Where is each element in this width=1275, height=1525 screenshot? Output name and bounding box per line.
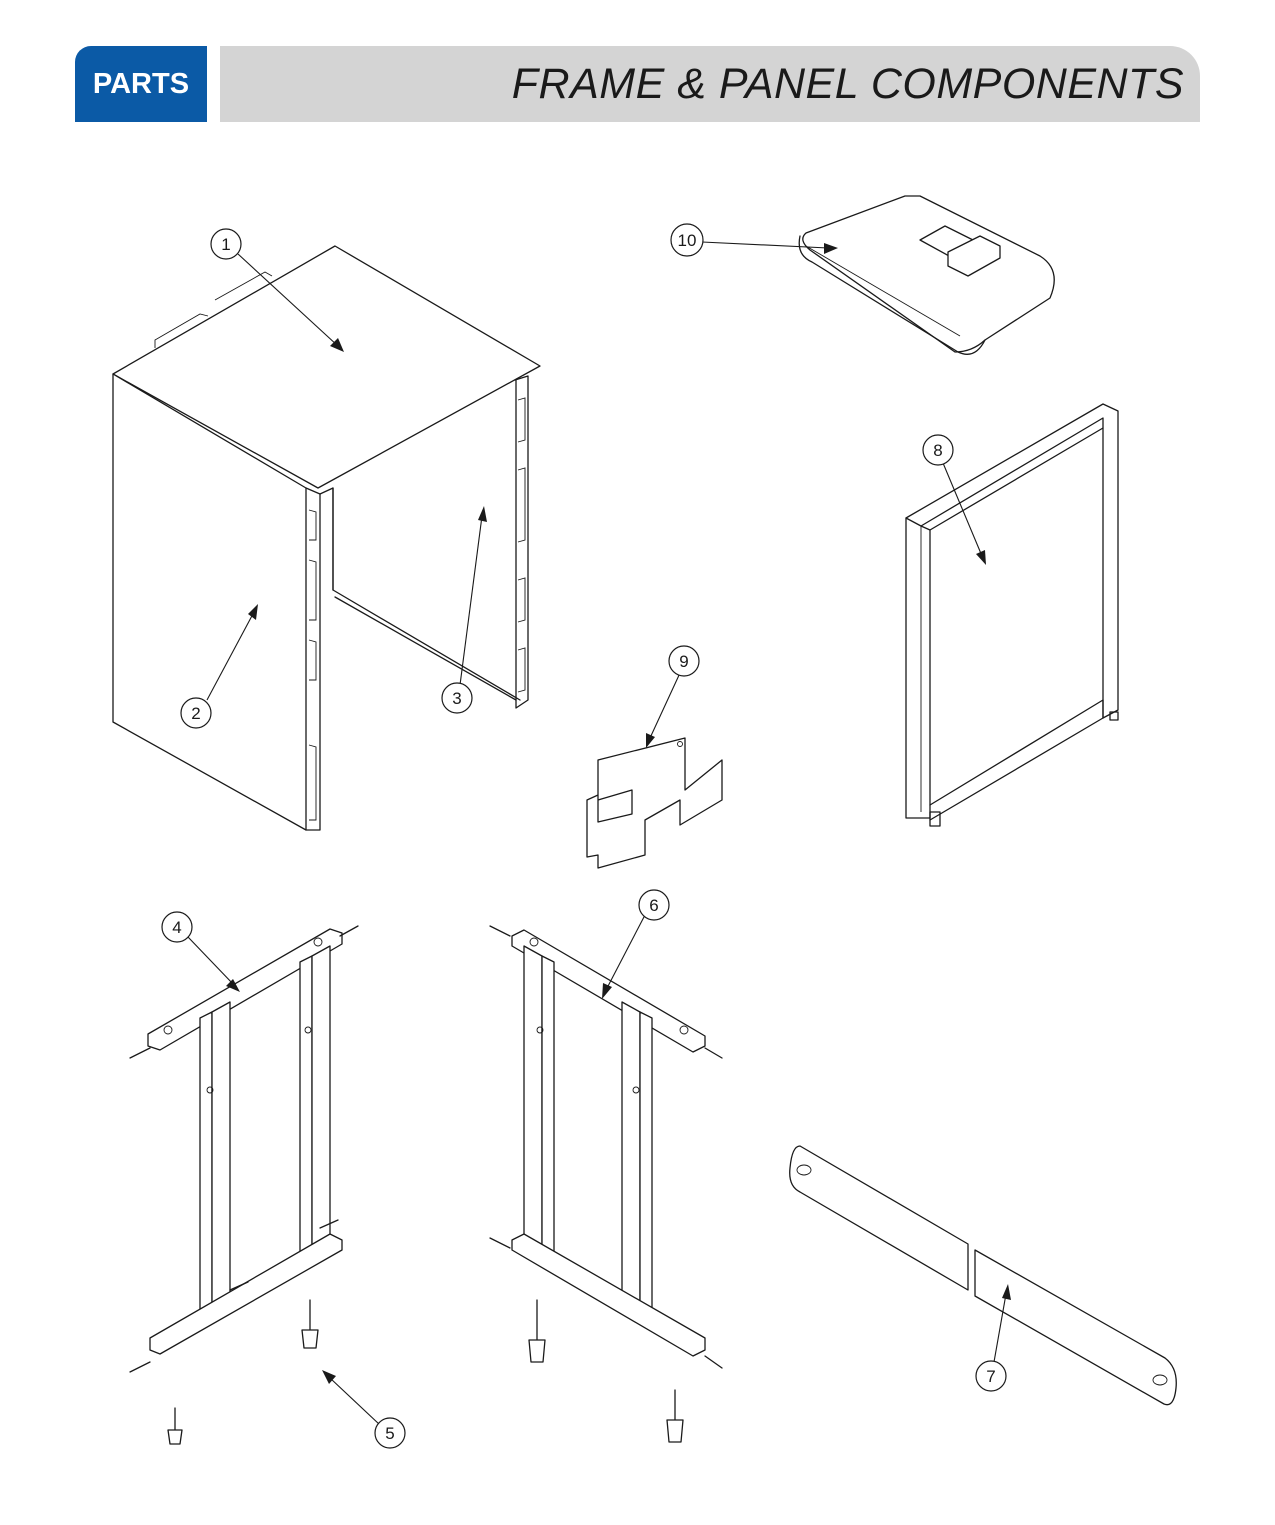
callout-7-label: 7 xyxy=(986,1367,995,1386)
left-frame-post-a-side xyxy=(211,1001,231,1321)
frame-hole xyxy=(632,1086,640,1094)
callout-2-label: 2 xyxy=(191,704,200,723)
base-strip-left xyxy=(789,1145,969,1291)
callout-8: 8 xyxy=(922,434,954,466)
top-panel xyxy=(112,245,541,489)
door-frame-tabs xyxy=(929,711,1119,827)
callout-6: 6 xyxy=(638,889,670,921)
bracket-plate xyxy=(586,737,723,869)
strip-hole-left xyxy=(796,1164,812,1176)
top-shelf-lip xyxy=(805,245,961,337)
callout-8-label: 8 xyxy=(933,441,942,460)
left-frame-bottom-rail xyxy=(149,1233,343,1355)
callout-10: 10 xyxy=(670,223,704,257)
left-frame-post-b xyxy=(299,955,313,1273)
page-title: FRAME & PANEL COMPONENTS xyxy=(511,60,1184,108)
right-frame-post-a-side xyxy=(523,945,543,1267)
left-frame-top-rail xyxy=(147,928,343,1051)
callout-5-label: 5 xyxy=(385,1424,394,1443)
left-foot-2 xyxy=(301,1299,319,1349)
callout-1: 1 xyxy=(210,228,242,260)
frame-hole xyxy=(529,937,539,947)
bracket-plate-body xyxy=(586,737,723,869)
top-shelf xyxy=(798,195,1055,355)
right-frame-screws xyxy=(489,925,723,1059)
left-panel-flange xyxy=(305,487,321,831)
left-frame-post-a xyxy=(199,1011,213,1327)
right-foot-1 xyxy=(528,1299,546,1363)
frame-hole xyxy=(536,1026,544,1034)
callout-4-label: 4 xyxy=(172,918,181,937)
left-frame-screws xyxy=(129,925,359,1059)
left-frame-post-b-side xyxy=(311,945,331,1267)
leader-lines xyxy=(187,241,1011,1426)
callout-2: 2 xyxy=(180,697,212,729)
callout-4: 4 xyxy=(161,911,193,943)
frame-hole xyxy=(679,1025,689,1035)
callout-3-label: 3 xyxy=(452,689,461,708)
top-shelf-body xyxy=(802,195,1055,353)
title-bar: FRAME & PANEL COMPONENTS xyxy=(220,46,1200,122)
frame-hole xyxy=(163,1025,173,1035)
callout-10-label: 10 xyxy=(678,231,697,250)
right-rear-flange xyxy=(514,375,529,709)
parts-tab-label: PARTS xyxy=(92,67,190,100)
left-panel-slots xyxy=(308,509,317,821)
parts-section-tab: PARTS xyxy=(75,46,207,122)
callout-6-label: 6 xyxy=(649,896,658,915)
base-strips xyxy=(789,1145,1177,1406)
strip-hole-right xyxy=(1152,1374,1168,1386)
left-foot-1 xyxy=(167,1407,183,1445)
callout-5: 5 xyxy=(374,1417,406,1449)
door-frame-bottom-edge xyxy=(929,699,1104,821)
door-frame-outer xyxy=(905,403,1119,819)
right-foot-2 xyxy=(666,1389,684,1443)
left-frame-bottom-screws xyxy=(129,1219,339,1373)
back-panel-inner-edge xyxy=(319,487,521,701)
callout-7: 7 xyxy=(975,1360,1007,1392)
shelf-handle-block xyxy=(947,235,1001,277)
right-frame-bottom-screws xyxy=(489,1237,723,1369)
right-flange-slots xyxy=(517,397,526,693)
back-panel-bottom-edge xyxy=(334,596,517,701)
frame-hole xyxy=(313,937,323,947)
base-strip-right xyxy=(974,1249,1177,1406)
page-header: PARTS FRAME & PANEL COMPONENTS xyxy=(75,46,1200,122)
frame-hole xyxy=(304,1026,312,1034)
top-panel-tabs xyxy=(154,271,273,348)
right-base-frame xyxy=(489,925,723,1443)
door-frame xyxy=(905,403,1119,827)
left-base-frame xyxy=(129,925,359,1445)
callout-3: 3 xyxy=(441,682,473,714)
right-frame-bottom-rail xyxy=(511,1233,706,1357)
right-frame-post-b xyxy=(639,1011,653,1327)
callout-9: 9 xyxy=(668,645,700,677)
right-frame-post-b-side xyxy=(621,1001,641,1321)
frame-hole xyxy=(206,1086,214,1094)
bracket-hole xyxy=(677,741,683,747)
right-frame-post-a xyxy=(541,955,555,1273)
cabinet-shell-assembly xyxy=(112,245,541,831)
callout-9-label: 9 xyxy=(679,652,688,671)
callout-1-label: 1 xyxy=(221,235,230,254)
